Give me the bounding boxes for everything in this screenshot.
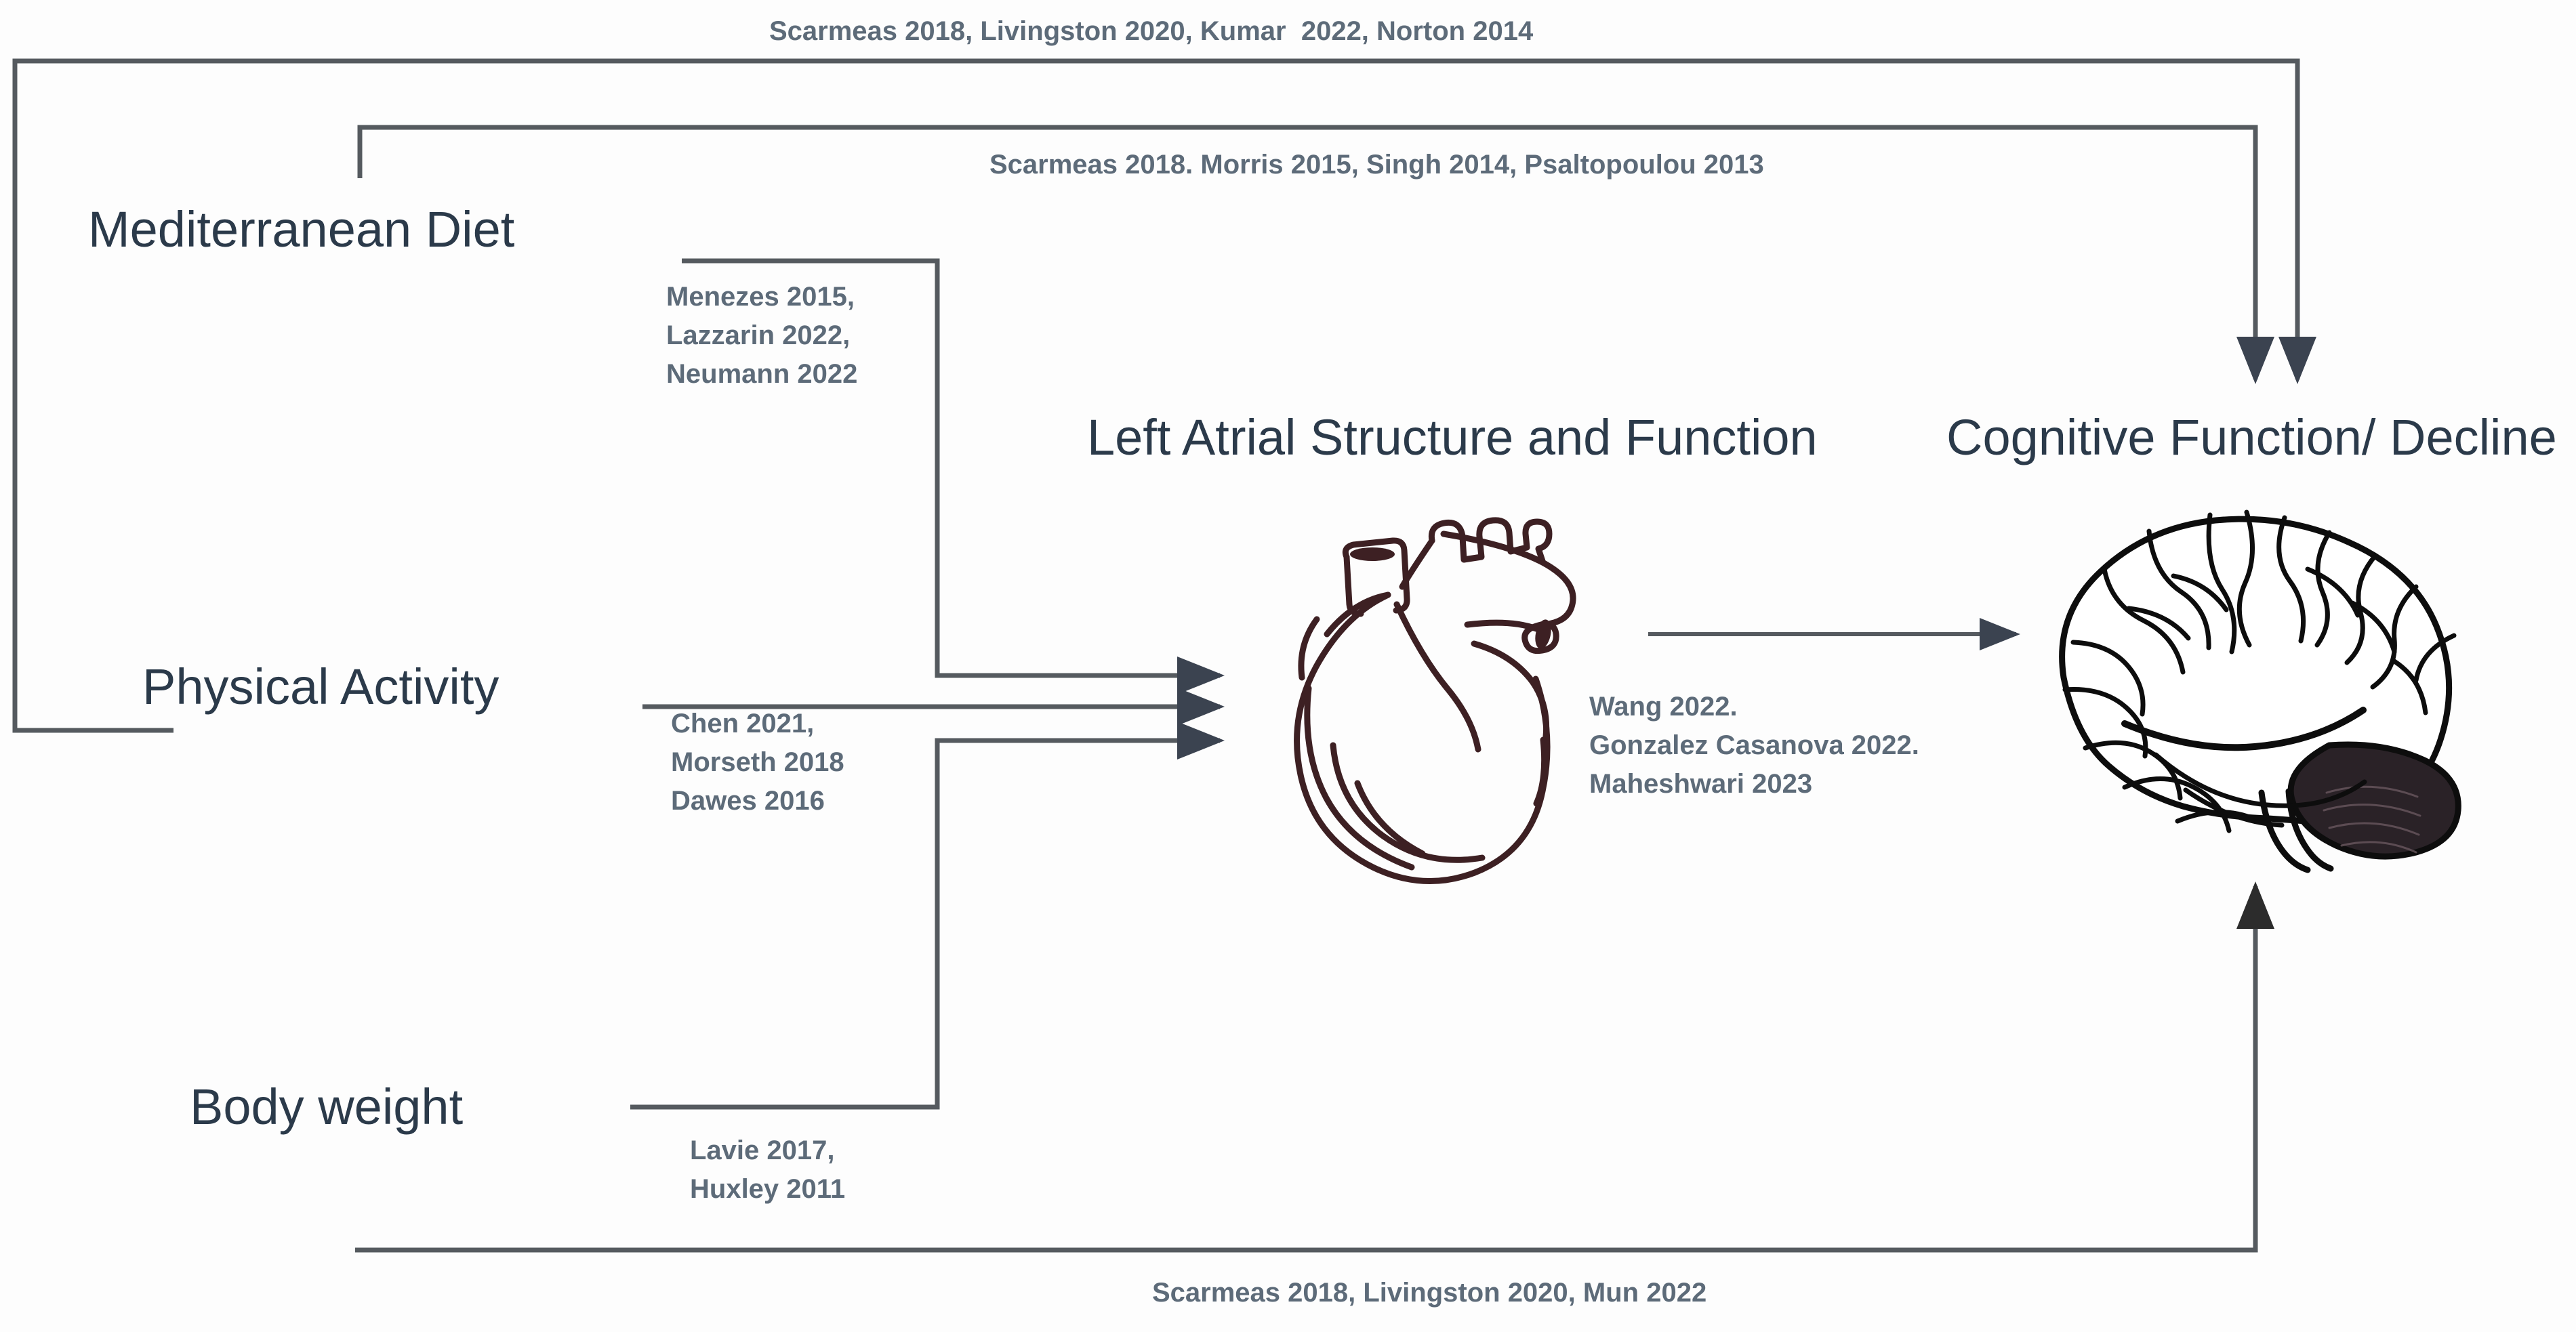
node-body-weight[interactable]: Body weight [190, 1079, 464, 1135]
edge-mediterranean-diet-to-cognitive [357, 125, 2274, 384]
citation-diet-to-heart: Menezes 2015, Lazzarin 2022, Neumann 202… [666, 282, 858, 389]
node-left-atrial-structure-and-function[interactable]: Left Atrial Structure and Function [1087, 409, 1818, 465]
citation-heart-to-brain: Wang 2022. Gonzalez Casanova 2022. Mahes… [1589, 692, 1919, 799]
heart-icon [1294, 517, 1576, 884]
edge-body-weight-to-cognitive [355, 881, 2274, 1253]
citation-top-outer: Scarmeas 2018, Livingston 2020, Kumar 20… [769, 16, 1534, 46]
edge-physical-activity-to-cognitive [12, 58, 2316, 733]
node-cognitive-function-decline[interactable]: Cognitive Function/ Decline [1946, 409, 2557, 465]
edge-mediterranean-diet-to-left-atrial [682, 258, 1225, 694]
edge-body-weight-to-left-atrial [630, 722, 1225, 1110]
citation-bottom-outer: Scarmeas 2018, Livingston 2020, Mun 2022 [1152, 1278, 1707, 1308]
citation-top-inner: Scarmeas 2018. Morris 2015, Singh 2014, … [989, 150, 1764, 180]
node-physical-activity[interactable]: Physical Activity [142, 659, 499, 715]
citation-weight-to-heart: Lavie 2017, Huxley 2011 [690, 1136, 846, 1204]
citation-activity-to-heart: Chen 2021, Morseth 2018 Dawes 2016 [671, 709, 844, 816]
brain-icon [2059, 509, 2461, 873]
node-mediterranean-diet[interactable]: Mediterranean Diet [88, 201, 515, 257]
